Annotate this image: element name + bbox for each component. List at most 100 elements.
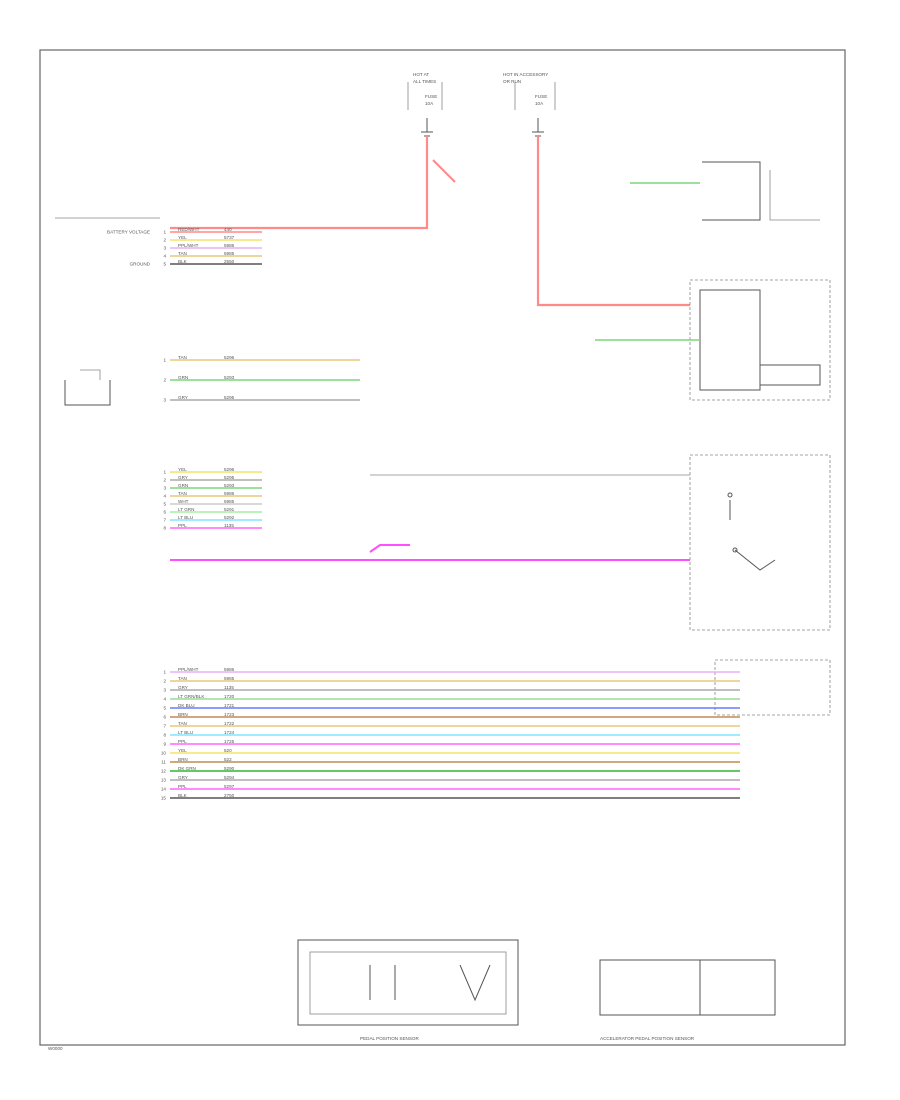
pin-number: 3: [163, 398, 166, 403]
wire-color-label: PPL: [178, 739, 187, 744]
pin-number: 1: [163, 358, 166, 363]
wire-fuse2-to-cluster: [536, 136, 690, 307]
pin-number: 6: [163, 510, 166, 515]
circuit-number: 5293: [224, 375, 235, 380]
fuse-2-line-4: 10A: [535, 101, 544, 106]
wire-color-label: GRY: [178, 475, 188, 480]
circuit-number: 1135: [224, 685, 234, 690]
circuit-number: 2750: [224, 793, 235, 798]
fuse-2-line-3: FUSE: [535, 94, 547, 99]
pin-number: 4: [163, 254, 166, 259]
wire-color-label: BLK: [178, 259, 188, 264]
circuit-number: 1721: [224, 703, 235, 708]
wire-color-label: BLK: [178, 793, 188, 798]
fuse-2-line-2: OR RUN: [503, 79, 521, 84]
accel-sensor-box: [599, 959, 776, 1016]
circuit-number: 2550: [224, 259, 235, 264]
circuit-number: 5296: [224, 467, 235, 472]
fuse-1: HOT AT ALL TIMES FUSE 10A: [407, 72, 443, 137]
pin-number: 2: [163, 679, 166, 684]
pin-number: 12: [161, 769, 167, 774]
sensor-lead: [80, 369, 101, 380]
pin-label: BATTERY VOLTAGE: [107, 230, 150, 235]
footer-code: W0000: [48, 1046, 63, 1051]
circuit-number: 440: [224, 227, 232, 232]
circuit-number: 5296: [224, 355, 235, 360]
wire-color-label: TAN: [178, 251, 187, 256]
turn-signal-switch: [689, 454, 831, 631]
circuit-number: 1725: [224, 739, 235, 744]
circuit-number: 5985: [224, 251, 235, 256]
pin-number: 3: [163, 688, 166, 693]
circuit-number: 5985: [224, 499, 235, 504]
wire-color-label: YEL: [178, 235, 187, 240]
fuse-2: HOT IN ACCESSORY OR RUN FUSE 10A: [503, 72, 556, 137]
cluster-connector: [760, 364, 821, 386]
pin-number: 6: [163, 715, 166, 720]
pin-number: 8: [163, 526, 166, 531]
fuse-2-symbol: [532, 118, 544, 137]
fuse-1-line-3: FUSE: [425, 94, 437, 99]
circuit-number: 1722: [224, 721, 235, 726]
circuit-number: 5986: [224, 243, 235, 248]
circuit-number: 5294: [224, 775, 235, 780]
wire-color-label: TAN: [178, 721, 187, 726]
pin-number: 3: [163, 246, 166, 251]
pin-number: 2: [163, 478, 166, 483]
wire-panel-magenta-branch: [369, 544, 410, 553]
wire-fuse1-to-ecm: [170, 136, 429, 230]
circuit-number: 5297: [224, 784, 235, 789]
pin-number: 5: [163, 706, 166, 711]
switch-terminal-2: [732, 547, 738, 553]
circuit-number: 5292: [224, 515, 235, 520]
wire-color-label: PPL: [178, 523, 187, 528]
footer-caption-2: ACCELERATOR PEDAL POSITION SENSOR: [600, 1036, 695, 1041]
circuit-number: 1723: [224, 712, 235, 717]
pin-number: 4: [163, 494, 166, 499]
wire-color-label: GRN: [178, 483, 188, 488]
data-link-ground: [769, 170, 820, 221]
pedal-sensor-elements: [369, 964, 491, 1002]
fuse-1-line-4: 10A: [425, 101, 434, 106]
circuit-number: 5290: [224, 766, 235, 771]
pedal-sensor-inner: [309, 951, 507, 1015]
pin-number: 9: [163, 742, 166, 747]
wire-color-label: LT BLU: [178, 730, 193, 735]
wire-color-label: DK GRN: [178, 766, 196, 771]
pin-number: 4: [163, 697, 166, 702]
bottom-components: W0000 PEDAL POSITION SENSOR ACCELERATOR …: [48, 939, 776, 1051]
circuit-number: 5293: [224, 483, 235, 488]
wire-color-label: PPL: [178, 784, 187, 789]
pin-label: GROUND: [130, 262, 151, 267]
footer-caption-1: PEDAL POSITION SENSOR: [360, 1036, 419, 1041]
wire-color-label: LT GRN: [178, 507, 194, 512]
wire-color-label: LT GRN/BLK: [178, 694, 205, 699]
circuit-number: 5295: [224, 395, 235, 400]
circuit-number: 5986: [224, 667, 235, 672]
cluster-internal-box: [699, 289, 761, 391]
wire-color-label: PPL/WHT: [178, 243, 199, 248]
data-link-module: [702, 161, 761, 221]
wire-color-label: PPL/WHT: [178, 667, 199, 672]
fuse-1-bracket: [407, 82, 443, 110]
pin-number: 7: [163, 518, 166, 523]
circuit-number: 1724: [224, 730, 235, 735]
circuit-number: 5985: [224, 676, 235, 681]
pin-number: 15: [161, 796, 167, 801]
wire-color-label: GRY: [178, 685, 188, 690]
wire-color-label: BRN: [178, 712, 188, 717]
pin-number: 14: [161, 787, 167, 792]
pin-number: 1: [163, 670, 166, 675]
diagram-border: [39, 49, 846, 1046]
wire-color-label: BRN: [178, 757, 188, 762]
transmission-module: [714, 659, 831, 716]
